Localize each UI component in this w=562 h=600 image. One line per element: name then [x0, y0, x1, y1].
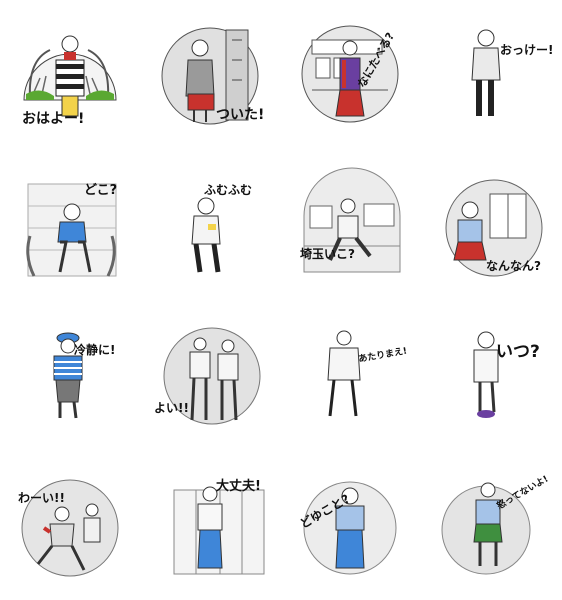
- hat-figure-icon: [53, 332, 83, 419]
- walking-figure-icon: [303, 167, 401, 273]
- sticker-caption: 冷静に!: [74, 343, 116, 357]
- sticker-caption: どこ?: [84, 183, 118, 198]
- sticker-13[interactable]: わーい!!: [14, 474, 132, 592]
- sticker-2[interactable]: ついた!: [161, 20, 280, 138]
- figure-in-shop-icon: [301, 25, 399, 123]
- jumping-figures-icon: [21, 479, 119, 577]
- standing-figure-icon: [471, 29, 501, 116]
- sticker-caption: わーい!!: [18, 491, 65, 505]
- sticker-15[interactable]: どゆこと?: [298, 474, 420, 592]
- blue-jeans-figure-icon: [303, 481, 397, 575]
- green-shorts-figure-icon: [441, 482, 531, 575]
- sticker-caption: よい!!: [154, 401, 189, 415]
- sticker-9[interactable]: 冷静に!: [40, 328, 158, 446]
- sticker-caption: おっけー!: [500, 43, 554, 57]
- sticker-14[interactable]: 大丈夫!: [170, 474, 288, 592]
- sticker-caption: 大丈夫!: [216, 479, 261, 494]
- sticker-11[interactable]: あたりまえ!: [310, 326, 428, 444]
- sticker-caption: 埼玉いこ?: [300, 247, 355, 261]
- sticker-caption: なんなん?: [486, 259, 541, 273]
- figure-by-lockers-icon: [173, 486, 265, 575]
- purple-shoes-figure-icon: [473, 331, 499, 418]
- sticker-4[interactable]: おっけー!: [452, 20, 562, 138]
- sticker-5[interactable]: どこ?: [20, 176, 138, 294]
- thinking-figure-icon: [191, 197, 221, 273]
- sticker-caption: いつ?: [496, 342, 540, 362]
- sticker-caption: ふむふむ: [204, 183, 253, 197]
- sticker-7[interactable]: 埼玉いこ?: [300, 167, 418, 294]
- sweater-figure-icon: [327, 330, 361, 417]
- sticker-8[interactable]: なんなん?: [440, 176, 558, 294]
- figure-at-door-icon: [161, 27, 259, 125]
- sticker-10[interactable]: よい!!: [154, 326, 278, 444]
- sticker-1[interactable]: おはよー!: [10, 20, 128, 138]
- seated-figure-icon: [26, 183, 117, 277]
- sticker-12[interactable]: いつ?: [462, 326, 562, 444]
- sticker-caption: おはよー!: [22, 111, 85, 127]
- striped-figure-with-tree-icon: [23, 35, 117, 117]
- figure-at-window-icon: [445, 179, 543, 277]
- sticker-6[interactable]: ふむふむ: [170, 176, 288, 294]
- two-figures-icon: [163, 327, 261, 425]
- sticker-16[interactable]: 怒ってないよ!: [440, 474, 558, 592]
- sticker-3[interactable]: なにたべる?: [301, 20, 420, 138]
- sticker-caption: ついた!: [216, 107, 265, 123]
